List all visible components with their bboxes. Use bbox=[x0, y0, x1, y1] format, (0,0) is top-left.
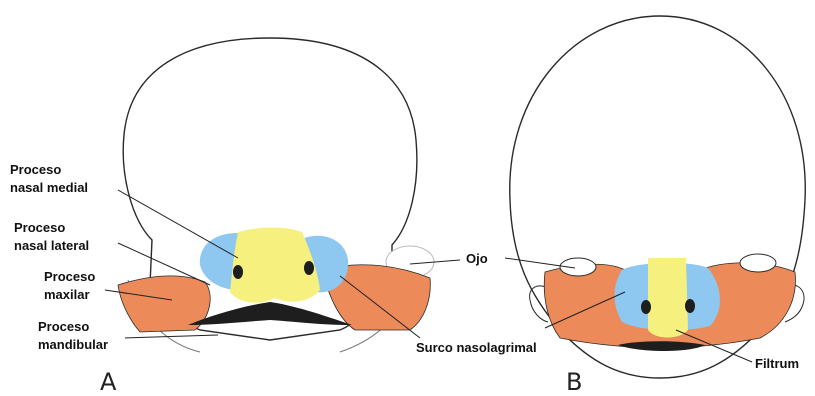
label-ojo: Ojo bbox=[466, 251, 488, 266]
label-proceso-mandibular-2: mandibular bbox=[38, 337, 108, 352]
nostril-b-left bbox=[641, 300, 651, 314]
nasal-medial-process-b bbox=[648, 258, 688, 338]
panel-label-b: B bbox=[566, 368, 582, 396]
label-proceso-mandibular-1: Proceso bbox=[38, 319, 89, 334]
nostril-a-right bbox=[304, 261, 314, 275]
panel-label-a: A bbox=[100, 368, 117, 396]
nostril-b-right bbox=[685, 299, 695, 313]
figure-a bbox=[118, 38, 434, 352]
leader-mandibular bbox=[125, 335, 218, 338]
label-proceso-maxilar-1: Proceso bbox=[44, 269, 95, 284]
label-proceso-nasal-lateral-1: Proceso bbox=[14, 220, 65, 235]
label-proceso-maxilar-2: maxilar bbox=[44, 287, 90, 302]
label-proceso-nasal-lateral-2: nasal lateral bbox=[14, 238, 89, 253]
label-proceso-nasal-medial-2: nasal medial bbox=[10, 180, 88, 195]
label-proceso-nasal-medial-1: Proceso bbox=[10, 162, 61, 177]
label-surco-nasolagrimal: Surco nasolagrimal bbox=[416, 340, 537, 355]
eye-b-right bbox=[740, 254, 776, 272]
nostril-a-left bbox=[233, 265, 243, 279]
label-filtrum: Filtrum bbox=[755, 356, 799, 371]
